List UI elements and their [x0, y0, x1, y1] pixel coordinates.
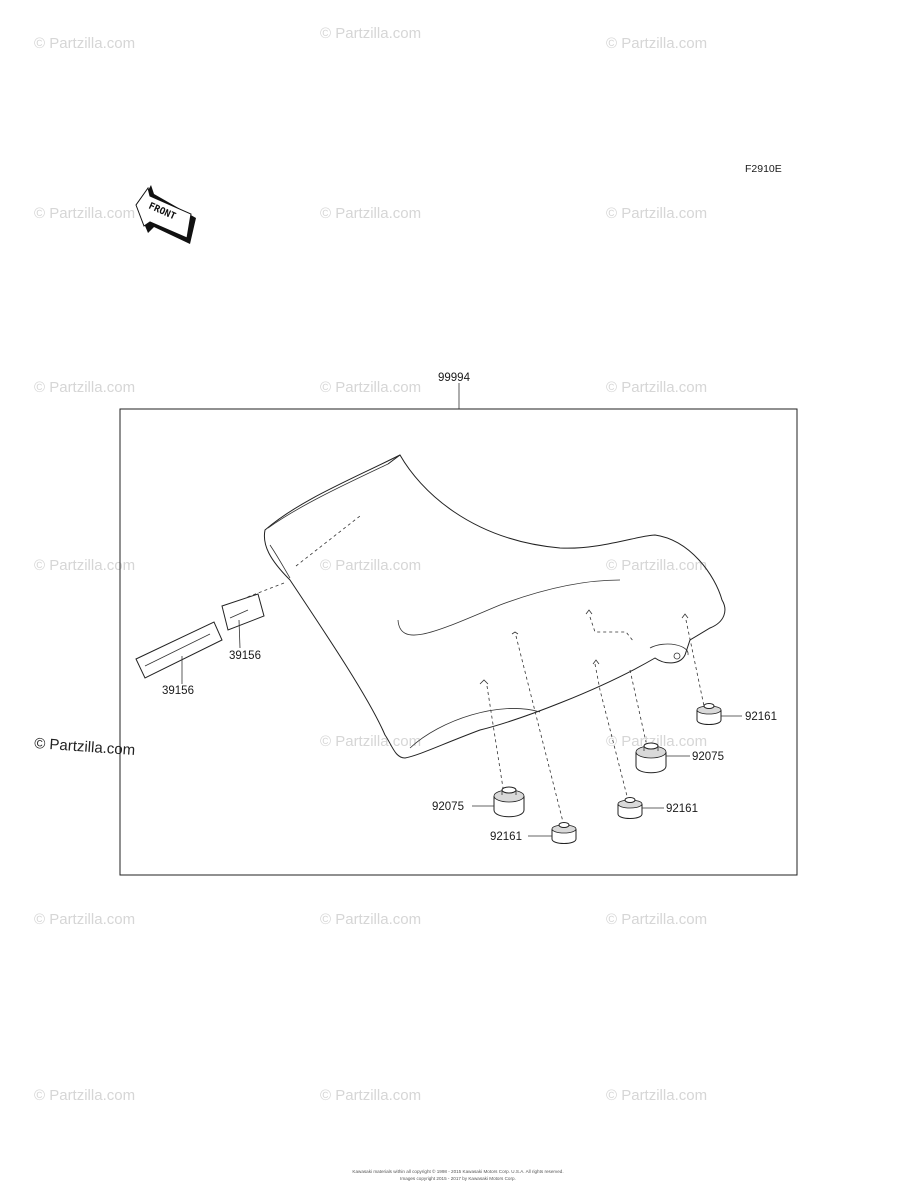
part-number-label: 92075 — [432, 801, 464, 813]
fastener-part — [617, 797, 643, 819]
part-number-label: 39156 — [162, 685, 194, 697]
part-number-label: 92075 — [692, 751, 724, 763]
watermark: © Partzilla.com — [606, 733, 707, 750]
leader-line — [238, 619, 241, 649]
watermark: © Partzilla.com — [320, 557, 421, 574]
watermark: © Partzilla.com — [320, 911, 421, 928]
part-number-label: 92161 — [745, 711, 777, 723]
footer-copyright-secondary: Images copyright 2015 - 2017 by Kawasaki… — [400, 1176, 516, 1181]
watermark: © Partzilla.com — [320, 205, 421, 222]
assembly-frame — [119, 408, 798, 876]
watermark: © Partzilla.com — [606, 205, 707, 222]
part-number-label: 92161 — [666, 803, 698, 815]
watermark: © Partzilla.com — [320, 25, 421, 42]
watermark: © Partzilla.com — [606, 1087, 707, 1104]
watermark: © Partzilla.com — [320, 1087, 421, 1104]
part-number-label: 39156 — [229, 650, 261, 662]
watermark: © Partzilla.com — [34, 911, 135, 928]
footer-copyright: Kawasaki materials within all copyright … — [352, 1168, 563, 1174]
fastener-axes — [486, 616, 705, 823]
watermark: © Partzilla.com — [606, 379, 707, 396]
assembly-label: 99994 — [438, 372, 471, 384]
strip-part-upper — [221, 515, 361, 631]
fastener-part — [696, 703, 722, 725]
watermark: © Partzilla.com — [34, 1087, 135, 1104]
watermark: © Partzilla.com — [606, 911, 707, 928]
front-arrow-icon: FRONT — [135, 185, 196, 244]
watermark: © Partzilla.com — [34, 205, 135, 222]
watermark: © Partzilla.com — [320, 733, 421, 750]
watermark: © Partzilla.com — [606, 557, 707, 574]
part-number-label: 92161 — [490, 831, 522, 843]
seat-cover — [263, 454, 726, 759]
watermark: © Partzilla.com — [34, 35, 135, 52]
watermark: © Partzilla.com — [320, 379, 421, 396]
watermark: © Partzilla.com — [34, 557, 135, 574]
fastener-part — [551, 822, 577, 844]
fastener-part — [635, 742, 667, 774]
watermark-layer: © Partzilla.com © Partzilla.com © Partzi… — [34, 25, 707, 1104]
strip-part-lower — [135, 621, 223, 679]
watermark: © Partzilla.com — [34, 379, 135, 396]
watermark: © Partzilla.com — [606, 35, 707, 52]
socket-markers — [479, 609, 689, 685]
fastener-part — [493, 786, 525, 818]
figure-code: F2910E — [745, 163, 782, 175]
